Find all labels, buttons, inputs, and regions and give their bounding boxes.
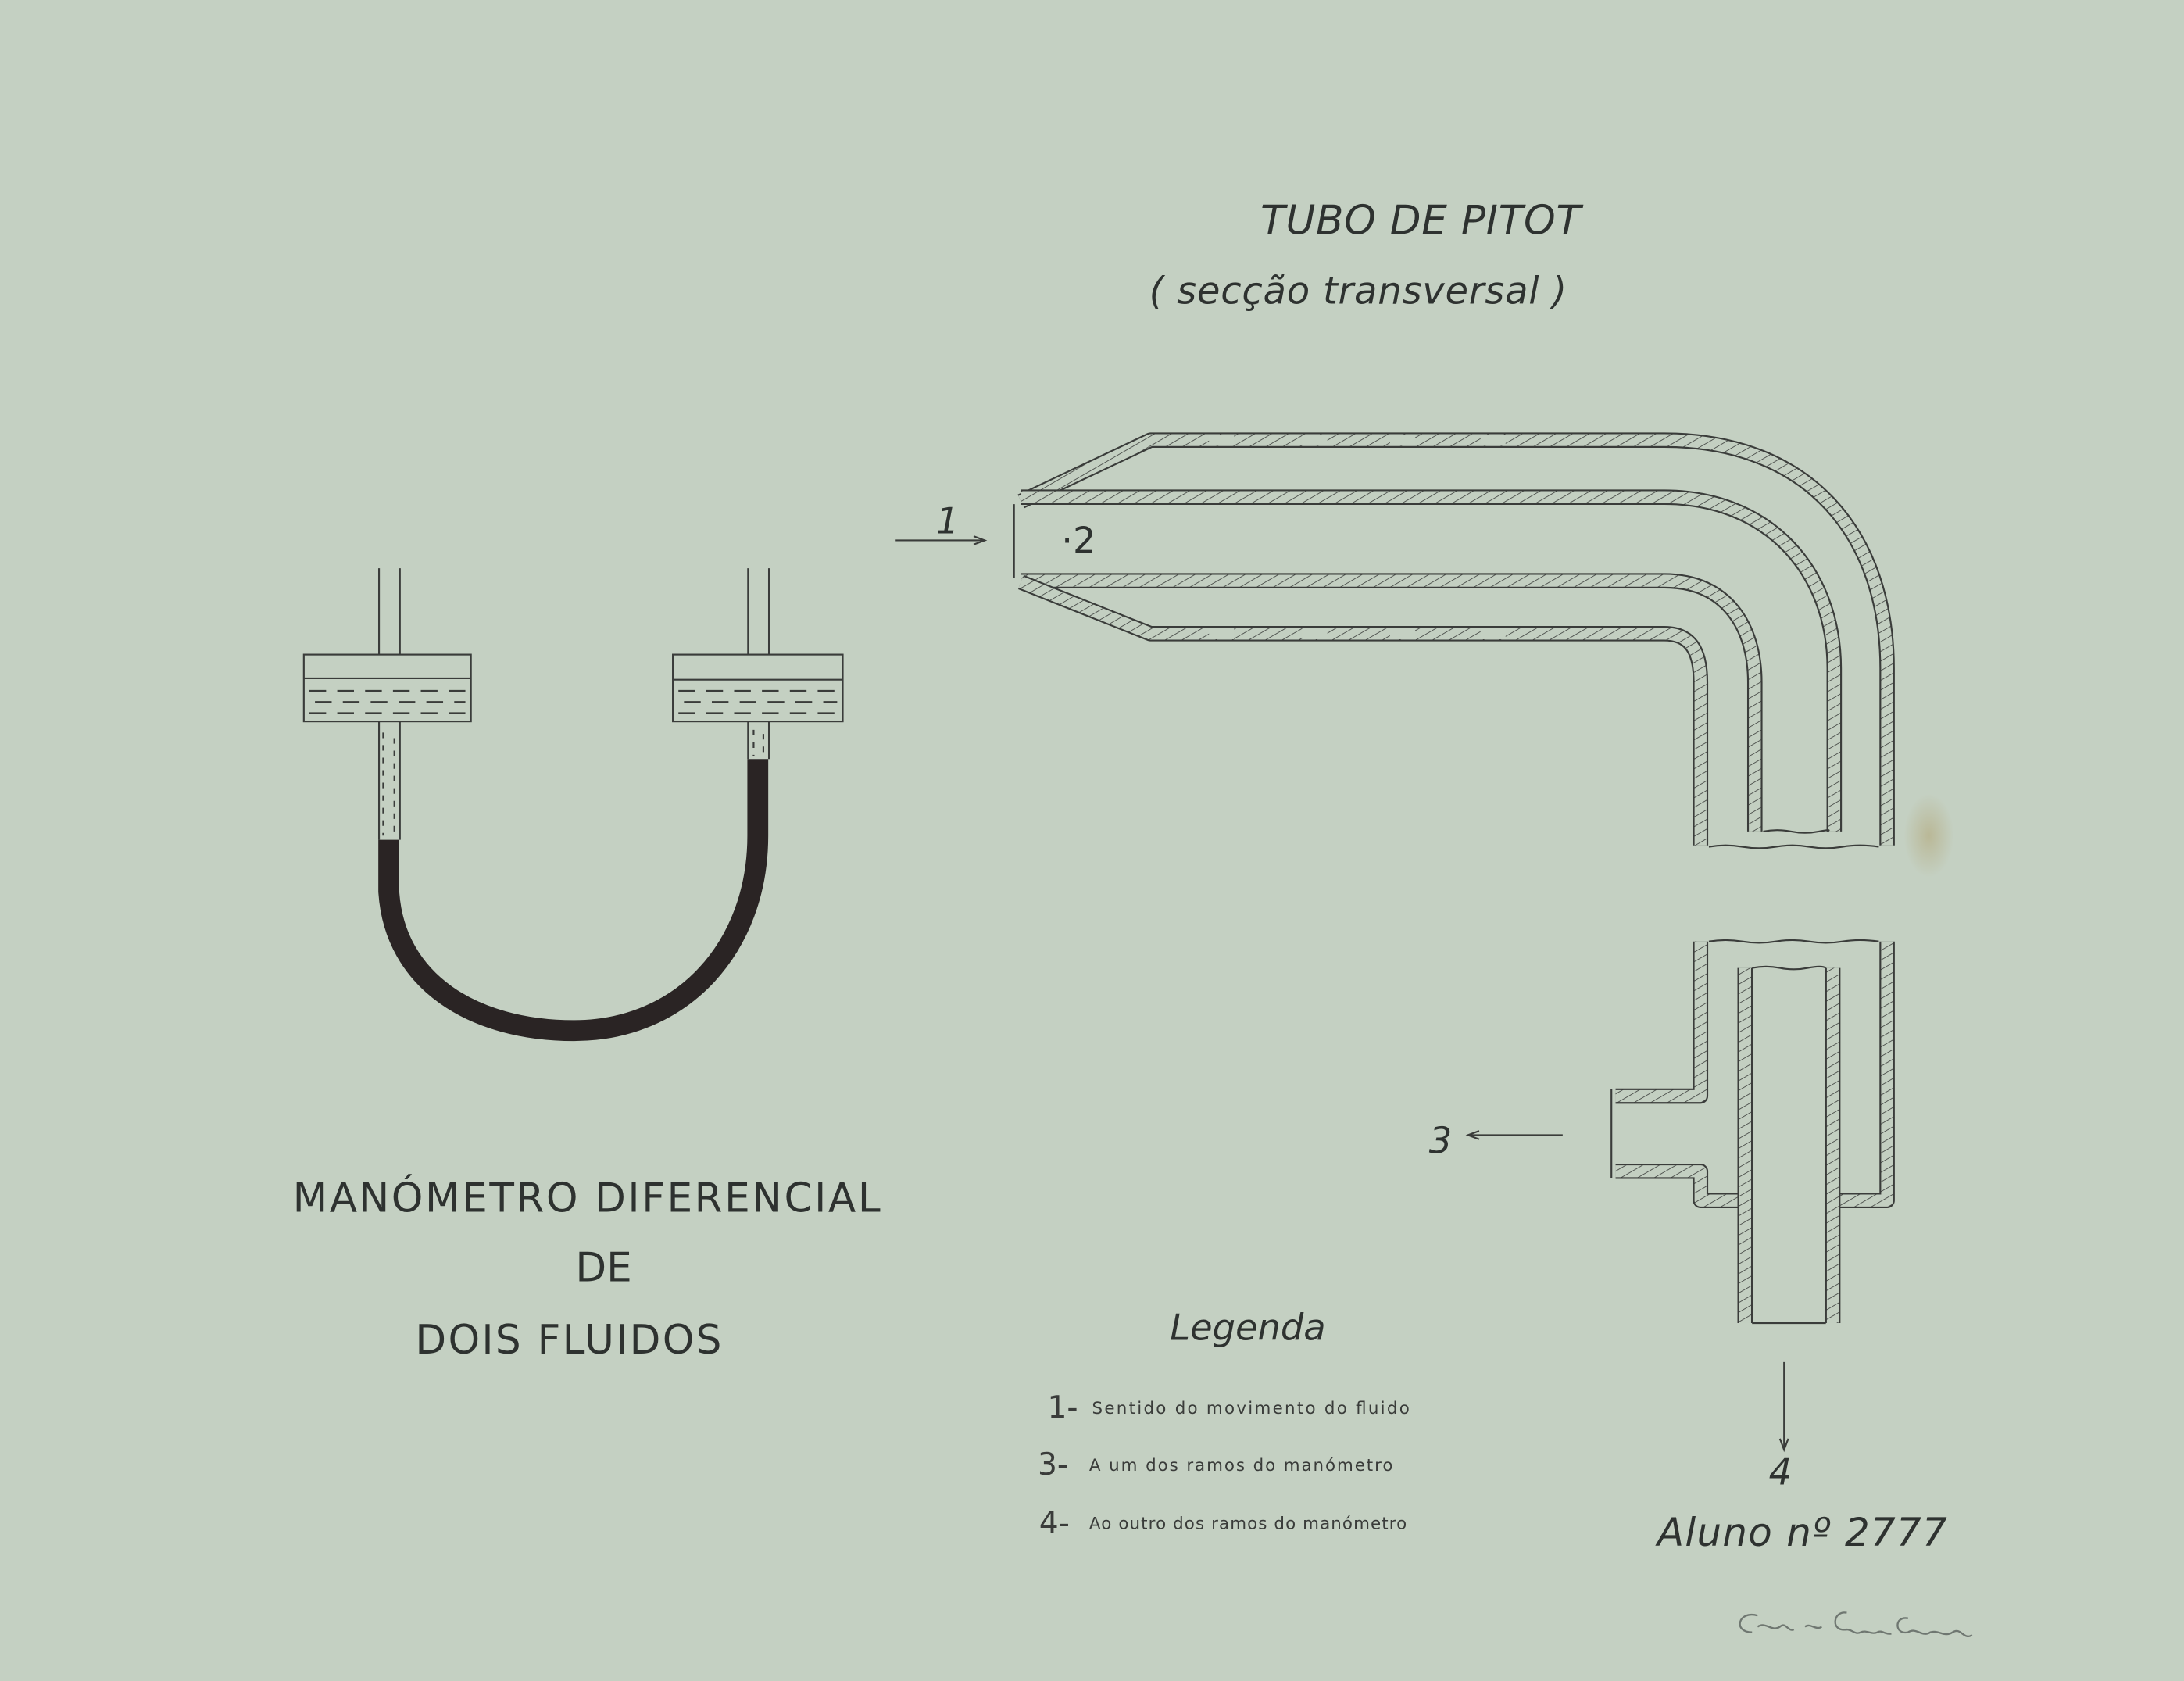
- flow-arrow-4: [1778, 1361, 1789, 1453]
- differential-manometer: [302, 568, 844, 1042]
- legend-item: 1- Sentido do movimento do fluido: [1047, 1390, 1409, 1425]
- pitot-tube-lower-section: [1610, 939, 1895, 1325]
- flow-arrow-3: [1465, 1130, 1563, 1140]
- manometer-title-line2: DE: [575, 1245, 631, 1292]
- right-reservoir: [672, 568, 844, 760]
- pitot-subtitle: ( secção transversal ): [1149, 269, 1567, 313]
- svg-text:4-: 4-: [1039, 1506, 1070, 1541]
- left-reservoir: [302, 568, 472, 840]
- legend-item: 3- A um dos ramos do manómetro: [1038, 1447, 1392, 1482]
- svg-text:1-: 1-: [1047, 1390, 1078, 1425]
- svg-text:Ao outro dos ramos do manómetr: Ao outro dos ramos do manómetro: [1089, 1515, 1407, 1534]
- paper-stain: [1903, 793, 1954, 878]
- svg-text:3-: 3-: [1038, 1447, 1068, 1482]
- pitot-title: TUBO DE PITOT: [1260, 197, 1583, 244]
- student-number: Aluno nº 2777: [1655, 1510, 1947, 1555]
- manometer-title-line1: MANÓMETRO DIFERENCIAL: [293, 1173, 881, 1221]
- svg-text:A um dos ramos do manómetro: A um dos ramos do manómetro: [1089, 1456, 1392, 1475]
- label-1: 1: [936, 500, 959, 542]
- label-2: ·2: [1061, 519, 1096, 561]
- svg-text:Sentido do movimento do fluido: Sentido do movimento do fluido: [1092, 1399, 1409, 1418]
- legend-heading: Legenda: [1170, 1306, 1325, 1348]
- flow-arrow-1: [895, 535, 988, 545]
- label-4: 4: [1769, 1451, 1792, 1493]
- pitot-tube-upper-section: [1013, 432, 1895, 849]
- legend-item: 4- Ao outro dos ramos do manómetro: [1039, 1506, 1407, 1541]
- label-3: 3: [1429, 1120, 1452, 1162]
- signature: [1739, 1611, 1973, 1637]
- heavy-fluid-u-tube: [378, 759, 769, 1042]
- manometer-title-line3: DOIS FLUIDOS: [415, 1317, 721, 1364]
